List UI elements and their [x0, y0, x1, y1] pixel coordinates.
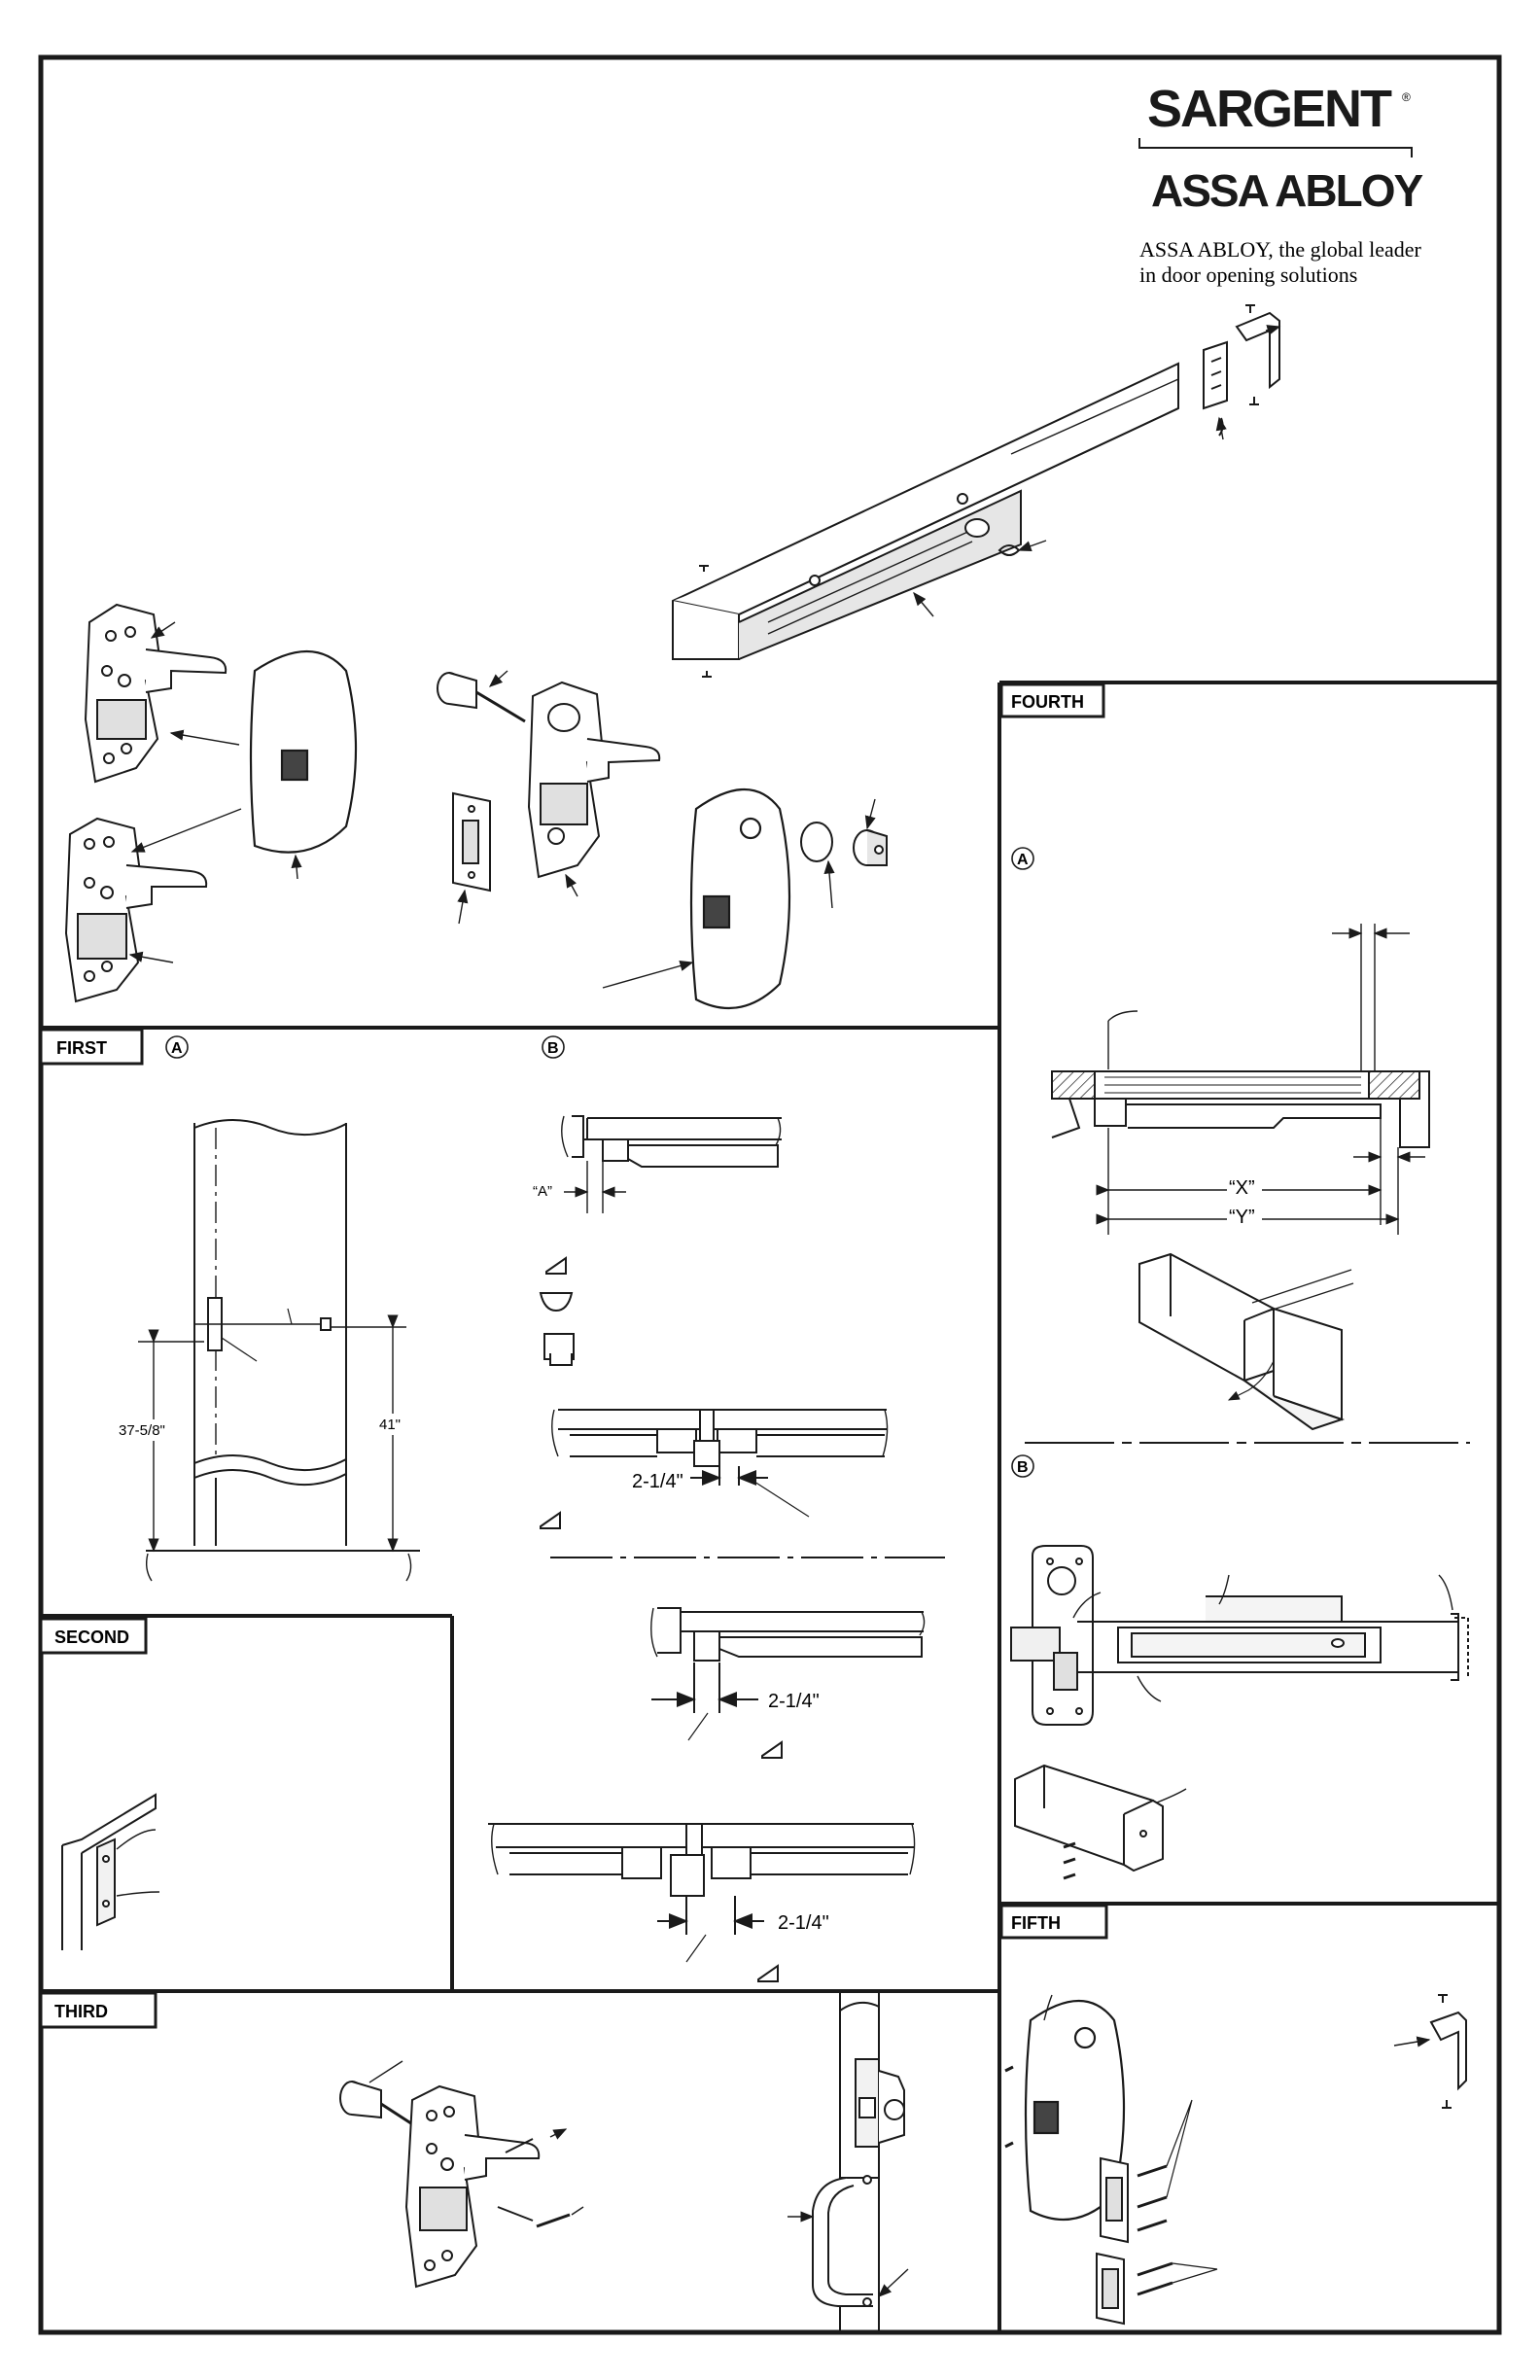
svg-text:SECOND: SECOND [54, 1628, 129, 1647]
dim-a-arrows [564, 1161, 626, 1213]
strike-mounting-detail [61, 1793, 160, 1950]
sargent-logo: SARGENT ® [1147, 80, 1411, 138]
dim-label-bg-right [377, 1414, 412, 1435]
svg-text:B: B [547, 1040, 559, 1057]
double-door-section-1 [551, 1409, 889, 1518]
svg-text:FOURTH: FOURTH [1011, 692, 1084, 712]
frame-section-b [650, 1607, 926, 1741]
dim-x-bg [1227, 1176, 1262, 1198]
svg-text:A: A [171, 1040, 183, 1057]
dim-offset-2: 2-1/4" [768, 1691, 820, 1712]
dim-offset-1: 2-1/4" [632, 1471, 683, 1492]
step-tag-fifth: FIFTH [999, 1904, 1108, 1940]
svg-text:ASSA ABLOY: ASSA ABLOY [1151, 165, 1422, 216]
marker-fourth-a: A [1011, 847, 1034, 870]
rim-chassis-lower [64, 817, 208, 1003]
door-frame-section-hatched [1051, 1010, 1430, 1148]
fifth-strike-plates [1096, 2099, 1218, 2326]
rim-cylinder-collar [800, 822, 888, 866]
dim-y-label: “Y” [1229, 1207, 1255, 1228]
dim-x-label: “X” [1229, 1177, 1255, 1199]
logo-divider [1138, 138, 1413, 158]
step-tag-second: SECOND [39, 1617, 148, 1655]
parts-leader-lines [128, 325, 1281, 989]
svg-text:SARGENT: SARGENT [1147, 80, 1392, 138]
panel-frame [38, 54, 1502, 2335]
dim-a-label: “A” [533, 1183, 552, 1200]
installed-bar-view [1010, 1545, 1469, 1726]
dim-height-right: 41" [379, 1417, 401, 1433]
exit-device-bar [672, 362, 1179, 660]
bracket-icons [539, 1256, 575, 1366]
tagline-line-2: in door opening solutions [1139, 262, 1357, 287]
frame-section-a [561, 1115, 782, 1168]
rim-cylinder-upper [437, 672, 526, 723]
svg-text:FIFTH: FIFTH [1011, 1913, 1061, 1933]
third-cylinder [339, 2060, 421, 2131]
floor-line [145, 1550, 420, 1582]
trim-cover-center [689, 788, 791, 1010]
trim-cover-left [249, 650, 358, 854]
tagline-line-1: ASSA ABLOY, the global leader [1139, 237, 1422, 262]
third-chassis [404, 2084, 541, 2289]
marker-first-a: A [165, 1035, 189, 1059]
svg-text:A: A [1017, 852, 1029, 868]
third-screws [497, 2128, 584, 2228]
fifth-end-cap [1393, 1994, 1467, 2109]
svg-text:FIRST: FIRST [56, 1038, 107, 1058]
svg-text:THIRD: THIRD [54, 2002, 108, 2021]
svg-text:®: ® [1402, 90, 1411, 104]
door-elevation [193, 1119, 347, 1546]
channel-end-view [1014, 1764, 1187, 1880]
installed-door-view [788, 1991, 909, 2332]
step-tag-fourth: FOURTH [999, 682, 1105, 718]
step-tag-third: THIRD [39, 1991, 158, 2029]
bar-screws [699, 565, 712, 678]
dim-offset-3: 2-1/4" [778, 1912, 829, 1934]
channel-cut-view [1138, 1252, 1354, 1431]
rim-chassis-upper [84, 603, 228, 784]
center-chassis [527, 681, 661, 879]
dim-label-bg-left [117, 1419, 191, 1441]
dim-y-bg [1227, 1206, 1262, 1227]
dim-height-left: 37-5/8" [119, 1422, 165, 1439]
assa-abloy-logo: ASSA ABLOY [1151, 165, 1424, 216]
double-door-section-2 [488, 1823, 916, 1963]
bracket-icon-2 [761, 1740, 783, 1759]
svg-text:B: B [1017, 1459, 1029, 1476]
end-cap-bracket [1203, 304, 1280, 437]
bracket-icon-1 [540, 1511, 561, 1529]
strike-plate [452, 791, 491, 892]
bracket-icon-3 [757, 1964, 779, 1982]
step-tag-first: FIRST [39, 1028, 144, 1066]
height-dimension-lines [138, 1314, 406, 1553]
marker-fourth-b: B [1011, 1454, 1034, 1478]
marker-first-b: B [542, 1035, 565, 1059]
